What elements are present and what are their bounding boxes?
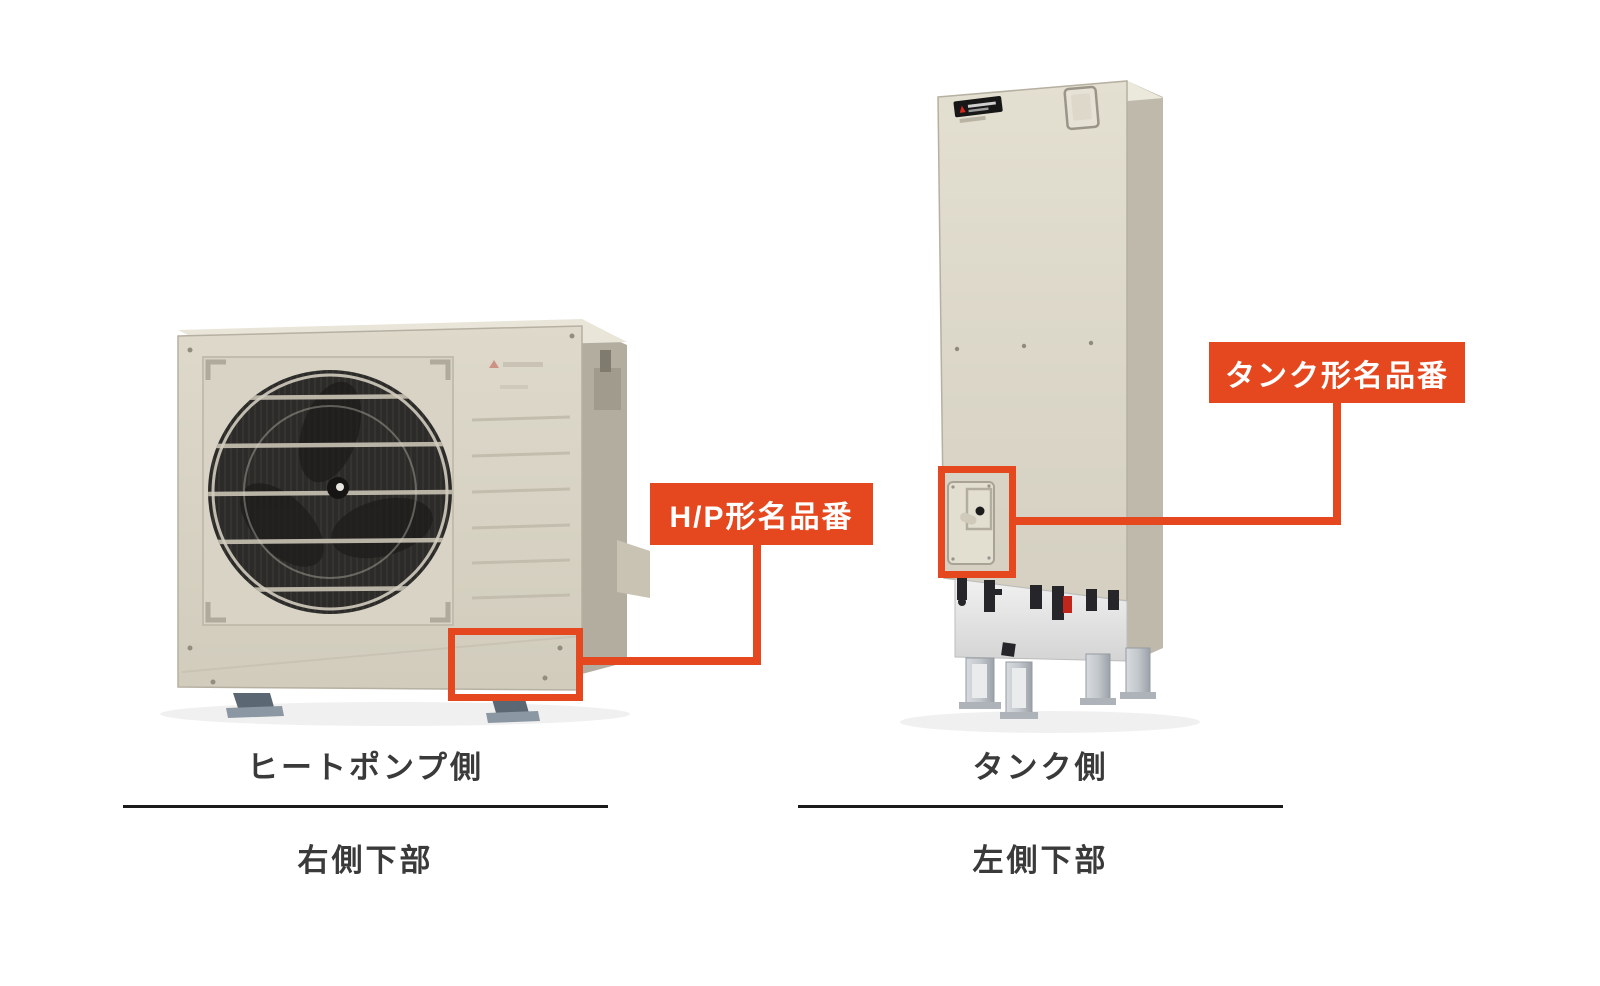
- tank-pipe-fittings: [957, 578, 1119, 657]
- tank-red-valve-handle: [1063, 596, 1072, 613]
- tank-connector-horizontal: [1012, 517, 1341, 525]
- tank-side-panel: [1127, 81, 1163, 664]
- hp-panel-grooves: [471, 415, 571, 600]
- tank-ground-shadow: [900, 711, 1200, 733]
- tank-brand-badge: [953, 95, 1003, 123]
- tank-photo: [900, 80, 1200, 733]
- tank-caption: タンク側: [972, 750, 1109, 785]
- hp-callout-label: H/P形名品番: [650, 483, 873, 545]
- hp-bottom-seam: [181, 635, 583, 673]
- hp-connector-vertical: [753, 543, 761, 662]
- tank-model-location-box: [938, 466, 1016, 578]
- fan-blades: [240, 381, 433, 567]
- tank-screws: [954, 340, 1094, 352]
- tank-callout-label: タンク形名品番: [1209, 342, 1465, 403]
- hp-side-panel: [582, 325, 627, 674]
- hp-connector-horizontal: [580, 657, 761, 665]
- heat-pump-photo: [160, 319, 650, 726]
- hp-side-pipe: [600, 350, 611, 372]
- fan-frame-corner-brackets: [205, 359, 451, 623]
- tank-location-caption: 左側下部: [972, 843, 1109, 878]
- tank-legs: [959, 647, 1156, 719]
- hp-caption-divider: [123, 805, 608, 808]
- hp-model-location-box: [448, 628, 583, 701]
- hp-caption: ヒートポンプ側: [246, 750, 485, 785]
- hp-side-valve-cover: [594, 368, 621, 410]
- fan-hub-cap: [336, 483, 344, 491]
- fan-grille: [208, 370, 452, 614]
- hp-screws: [187, 333, 575, 685]
- tank-connector-vertical: [1333, 400, 1341, 525]
- hp-location-caption: 右側下部: [297, 843, 434, 878]
- hp-brand-logo: [489, 360, 543, 389]
- tank-top-handle: [1063, 85, 1100, 131]
- tank-access-panel: [947, 481, 995, 565]
- tank-caption-divider: [798, 805, 1283, 808]
- hp-side-bracket: [617, 540, 650, 598]
- hp-feet: [226, 693, 540, 723]
